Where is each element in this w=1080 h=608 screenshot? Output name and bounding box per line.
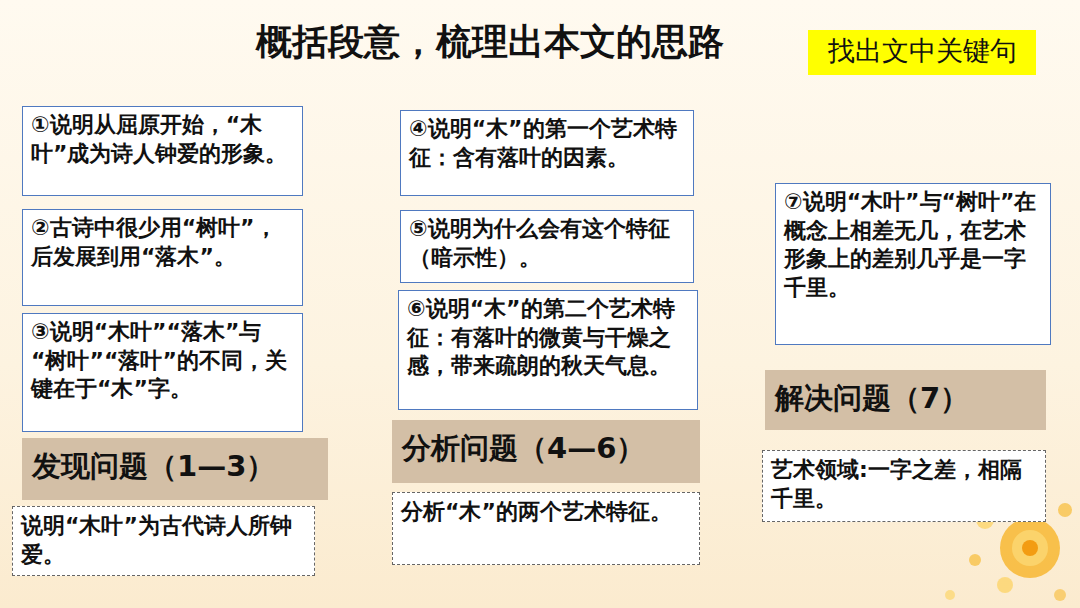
node-text: ④说明“木”的第一个艺术特征：含有落叶的因素。 xyxy=(409,115,685,172)
node-text: ⑥说明“木”的第二个艺术特征：有落叶的微黄与干燥之感，带来疏朗的秋天气息。 xyxy=(407,295,689,381)
summary-box: ③说明“木叶”“落木”与“树叶”“落叶”的不同，关键在于“木”字。 xyxy=(22,313,303,432)
summary-box: ⑦说明“木叶”与“树叶”在概念上相差无几，在艺术形象上的差别几乎是一字千里。 xyxy=(775,183,1051,345)
node-text: 艺术领域:一字之差，相隔千里。 xyxy=(771,456,1037,513)
conclusion-box: 分析“木”的两个艺术特征。 xyxy=(392,492,700,565)
summary-box: ②古诗中很少用“树叶”，后发展到用“落木”。 xyxy=(22,209,303,306)
node-text: ①说明从屈原开始，“木叶”成为诗人钟爱的形象。 xyxy=(31,111,294,168)
node-text: 找出文中关键句 xyxy=(816,33,1028,68)
node-text: ③说明“木叶”“落木”与“树叶”“落叶”的不同，关键在于“木”字。 xyxy=(31,318,294,404)
summary-box: ①说明从屈原开始，“木叶”成为诗人钟爱的形象。 xyxy=(22,106,303,196)
summary-box: ⑥说明“木”的第二个艺术特征：有落叶的微黄与干燥之感，带来疏朗的秋天气息。 xyxy=(398,290,698,410)
stage-band: 分析问题（4—6） xyxy=(392,420,700,483)
stage-band: 解决问题（7） xyxy=(765,370,1046,430)
node-text: ⑦说明“木叶”与“树叶”在概念上相差无几，在艺术形象上的差别几乎是一字千里。 xyxy=(784,188,1042,302)
conclusion-box: 艺术领域:一字之差，相隔千里。 xyxy=(762,450,1046,522)
node-text: 分析“木”的两个艺术特征。 xyxy=(401,498,691,527)
node-text: 分析问题（4—6） xyxy=(402,430,690,468)
summary-box: ⑤说明为什么会有这个特征（暗示性）。 xyxy=(400,210,694,283)
page-title: 概括段意，梳理出本文的思路 xyxy=(150,18,830,67)
summary-box: ④说明“木”的第一个艺术特征：含有落叶的因素。 xyxy=(400,110,694,196)
node-text: ②古诗中很少用“树叶”，后发展到用“落木”。 xyxy=(31,214,294,271)
node-text: 发现问题（1—3） xyxy=(32,448,318,486)
highlight-tag: 找出文中关键句 xyxy=(808,30,1036,75)
node-text: 解决问题（7） xyxy=(775,380,1036,418)
node-text: 说明“木叶”为古代诗人所钟爱。 xyxy=(21,512,306,569)
conclusion-box: 说明“木叶”为古代诗人所钟爱。 xyxy=(12,506,315,576)
stage-band: 发现问题（1—3） xyxy=(22,438,328,500)
node-text: ⑤说明为什么会有这个特征（暗示性）。 xyxy=(409,215,685,272)
